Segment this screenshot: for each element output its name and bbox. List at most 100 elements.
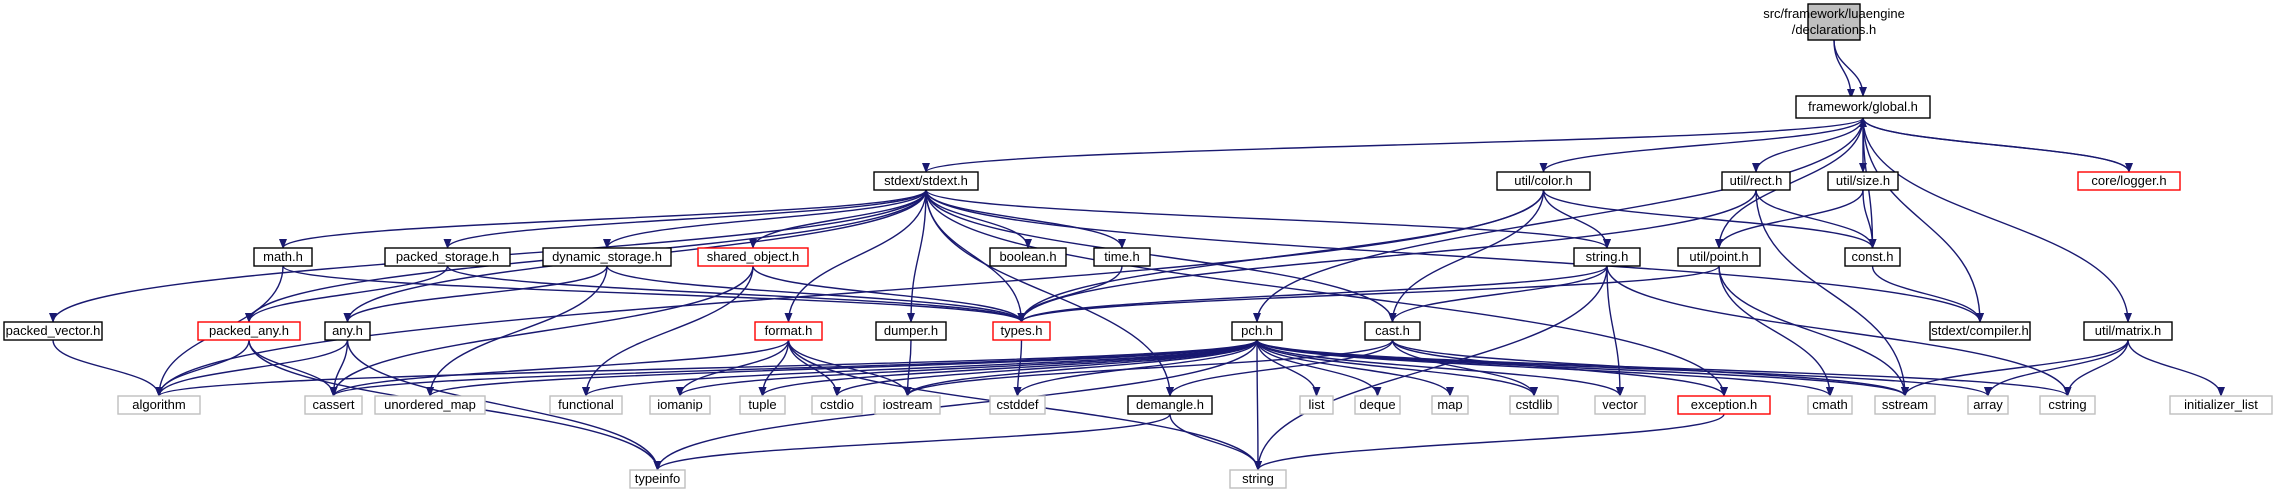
edge-consth-to-compiler bbox=[1871, 265, 1984, 323]
edge-rect-to-types bbox=[1017, 189, 1757, 323]
node-cstddef: cstddef bbox=[989, 395, 1046, 415]
node-logger[interactable]: core/logger.h bbox=[2077, 171, 2181, 191]
node-pvector-label: packed_vector.h bbox=[6, 323, 101, 338]
edge-cast-to-iostream bbox=[903, 339, 1394, 397]
node-vector-box bbox=[1594, 395, 1646, 415]
node-size[interactable]: util/size.h bbox=[1827, 171, 1899, 191]
node-compiler[interactable]: stdext/compiler.h bbox=[1929, 321, 2031, 341]
edge-color-to-cast bbox=[1388, 189, 1545, 323]
node-pch[interactable]: pch.h bbox=[1231, 321, 1283, 341]
node-initlist: initializer_list bbox=[2169, 395, 2273, 415]
node-list-box bbox=[1299, 395, 1334, 415]
node-rect-label: util/rect.h bbox=[1730, 173, 1783, 188]
node-boolean-label: boolean.h bbox=[999, 249, 1056, 264]
node-time[interactable]: time.h bbox=[1093, 247, 1151, 267]
edge-decl-to-global bbox=[1833, 39, 1867, 97]
edge-pch-to-iostream bbox=[903, 339, 1258, 397]
edge-pvector-to-algorithm bbox=[52, 339, 163, 397]
node-types[interactable]: types.h bbox=[992, 321, 1051, 341]
node-stdext[interactable]: stdext/stdext.h bbox=[873, 171, 979, 191]
node-color[interactable]: util/color.h bbox=[1496, 171, 1591, 191]
node-compiler-box bbox=[1929, 321, 2031, 341]
node-cstdlib-label: cstdlib bbox=[1516, 397, 1553, 412]
edge-point-to-types bbox=[1017, 265, 1720, 323]
node-list-label: list bbox=[1309, 397, 1325, 412]
edge-matrix-to-sstream bbox=[1901, 339, 2129, 397]
node-rect[interactable]: util/rect.h bbox=[1721, 171, 1791, 191]
node-decl[interactable]: src/framework/luaengine/declarations.h bbox=[1763, 3, 1905, 41]
node-pch-label: pch.h bbox=[1241, 323, 1273, 338]
edge-stdext-to-dstorage bbox=[603, 189, 927, 249]
node-point[interactable]: util/point.h bbox=[1677, 247, 1761, 267]
edge-shobj-to-types bbox=[752, 265, 1026, 323]
node-shobj[interactable]: shared_object.h bbox=[697, 247, 809, 267]
edge-stdext-to-pstorage bbox=[443, 189, 927, 249]
node-math[interactable]: math.h bbox=[253, 247, 313, 267]
node-cstdio-box bbox=[811, 395, 863, 415]
node-dumper[interactable]: dumper.h bbox=[875, 321, 947, 341]
node-array: array bbox=[1967, 395, 2009, 415]
node-dstorage-label: dynamic_storage.h bbox=[552, 249, 662, 264]
node-cassert: cassert bbox=[304, 395, 363, 415]
node-algorithm: algorithm bbox=[117, 395, 201, 415]
edge-any-to-typeinfo bbox=[346, 339, 662, 471]
node-math-label: math.h bbox=[263, 249, 303, 264]
node-pany-label: packed_any.h bbox=[209, 323, 289, 338]
node-tuple-box bbox=[739, 395, 786, 415]
edge-cast-to-cstdlib bbox=[1391, 339, 1538, 397]
edge-pch-to-map bbox=[1256, 339, 1454, 397]
edge-stdext-to-stringh bbox=[925, 189, 1611, 249]
node-sstream-label: sstream bbox=[1882, 397, 1928, 412]
node-point-box bbox=[1677, 247, 1761, 267]
edge-global-to-stdext bbox=[922, 117, 1864, 173]
node-cstring-box bbox=[2039, 395, 2096, 415]
node-cast-box bbox=[1364, 321, 1421, 341]
edge-pch-to-functional bbox=[582, 339, 1258, 397]
node-consth[interactable]: const.h bbox=[1844, 247, 1901, 267]
node-dstorage[interactable]: dynamic_storage.h bbox=[542, 247, 672, 267]
node-functional: functional bbox=[549, 395, 623, 415]
node-math-box bbox=[253, 247, 313, 267]
node-any[interactable]: any.h bbox=[324, 321, 371, 341]
edge-stdext-to-compiler bbox=[925, 189, 1984, 323]
edge-any-to-algorithm bbox=[155, 339, 349, 397]
node-dstorage-box bbox=[542, 247, 672, 267]
node-functional-label: functional bbox=[558, 397, 614, 412]
node-initlist-box bbox=[2169, 395, 2273, 415]
node-dumper-label: dumper.h bbox=[884, 323, 938, 338]
node-string-box bbox=[1229, 469, 1287, 489]
node-umap-box bbox=[374, 395, 486, 415]
node-pany[interactable]: packed_any.h bbox=[197, 321, 301, 341]
node-cast[interactable]: cast.h bbox=[1364, 321, 1421, 341]
edge-pch-to-string bbox=[1253, 339, 1262, 471]
node-cmath: cmath bbox=[1807, 395, 1853, 415]
node-array-box bbox=[1967, 395, 2009, 415]
node-shobj-label: shared_object.h bbox=[707, 249, 800, 264]
node-matrix[interactable]: util/matrix.h bbox=[2083, 321, 2173, 341]
node-size-box bbox=[1827, 171, 1899, 191]
node-decl-label: src/framework/luaengine bbox=[1763, 6, 1905, 21]
node-size-label: util/size.h bbox=[1836, 173, 1890, 188]
node-pvector[interactable]: packed_vector.h bbox=[3, 321, 103, 341]
node-cassert-box bbox=[304, 395, 363, 415]
node-global[interactable]: framework/global.h bbox=[1795, 95, 1931, 119]
node-stringh-label: string.h bbox=[1586, 249, 1629, 264]
node-format[interactable]: format.h bbox=[754, 321, 823, 341]
edge-demangle-to-string bbox=[1169, 413, 1262, 471]
node-exception[interactable]: exception.h bbox=[1677, 395, 1771, 415]
node-pstorage[interactable]: packed_storage.h bbox=[384, 247, 511, 267]
node-stringh[interactable]: string.h bbox=[1573, 247, 1641, 267]
node-umap-label: unordered_map bbox=[384, 397, 476, 412]
edge-dstorage-to-types bbox=[606, 265, 1026, 323]
node-umap: unordered_map bbox=[374, 395, 486, 415]
node-functional-box bbox=[549, 395, 623, 415]
node-map-label: map bbox=[1437, 397, 1462, 412]
edge-pany-to-algorithm bbox=[155, 339, 250, 397]
node-boolean[interactable]: boolean.h bbox=[989, 247, 1067, 267]
edge-color-to-stringh bbox=[1542, 189, 1611, 249]
node-map: map bbox=[1431, 395, 1469, 415]
node-color-label: util/color.h bbox=[1514, 173, 1573, 188]
edge-global-to-point bbox=[1715, 117, 1864, 249]
node-demangle[interactable]: demangle.h bbox=[1127, 395, 1213, 415]
node-decl-box bbox=[1807, 3, 1861, 41]
